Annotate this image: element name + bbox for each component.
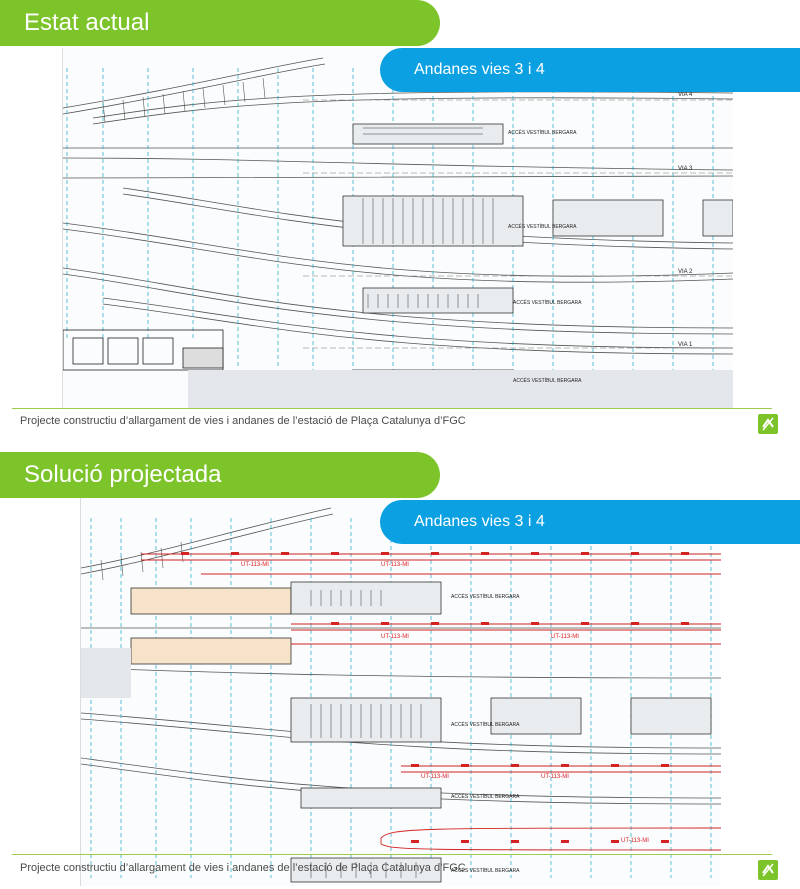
markup-label: UT-113-MI (621, 838, 649, 844)
footer-divider (12, 854, 772, 855)
track-label-2: VIA 2 (678, 269, 693, 275)
access-label: ACCÉS VESTÍBUL BERGARA (513, 299, 582, 306)
access-label: ACCÉS VESTÍBUL BERGARA (451, 793, 520, 800)
access-label: ACCÉS VESTÍBUL BERGARA (451, 867, 520, 874)
markup-label: UT-113-MI (381, 562, 409, 568)
plan-svg-projected: UT-113-MI UT-113-MI UT-113-MI UT-113-MI … (81, 507, 721, 883)
track-label-1: VIA 1 (678, 342, 693, 348)
access-label: ACCÉS VESTÍBUL BERGARA (508, 129, 577, 136)
plan-drawing-current: VIA 4 VIA 3 VIA 2 VIA 1 ACCÉS VESTÍBUL B… (62, 48, 733, 408)
access-label: ACCÉS VESTÍBUL BERGARA (451, 593, 520, 600)
footer-divider (12, 408, 772, 409)
markup-label: UT-113-MI (541, 774, 569, 780)
track-label-3: VIA 3 (678, 166, 693, 172)
track-label-4: VIA 4 (678, 92, 693, 98)
plan-drawing-projected: UT-113-MI UT-113-MI UT-113-MI UT-113-MI … (80, 498, 721, 886)
plan-svg-current: VIA 4 VIA 3 VIA 2 VIA 1 ACCÉS VESTÍBUL B… (63, 57, 733, 408)
platform-tab-label: Andanes vies 3 i 4 (380, 500, 800, 544)
access-label: ACCÉS VESTÍBUL BERGARA (508, 223, 577, 230)
markup-label: UT-113-MI (551, 634, 579, 640)
access-label: ACCÉS VESTÍBUL BERGARA (513, 377, 582, 384)
fgc-logo-icon (758, 860, 778, 880)
platform-tab-label: Andanes vies 3 i 4 (380, 48, 800, 92)
section-title-banner: Solució projectada (0, 452, 440, 498)
section-projected-solution: UT-113-MI UT-113-MI UT-113-MI UT-113-MI … (0, 452, 800, 889)
fgc-logo-icon (758, 414, 778, 434)
markup-label: UT-113-MI (381, 634, 409, 640)
project-caption: Projecte constructiu d’allargament de vi… (20, 415, 466, 427)
markup-label: UT-113-MI (421, 774, 449, 780)
project-caption: Projecte constructiu d’allargament de vi… (20, 862, 466, 874)
markup-label: UT-113-MI (241, 562, 269, 568)
access-label: ACCÉS VESTÍBUL BERGARA (451, 721, 520, 728)
section-current-state: VIA 4 VIA 3 VIA 2 VIA 1 ACCÉS VESTÍBUL B… (0, 0, 800, 444)
section-title-banner: Estat actual (0, 0, 440, 46)
